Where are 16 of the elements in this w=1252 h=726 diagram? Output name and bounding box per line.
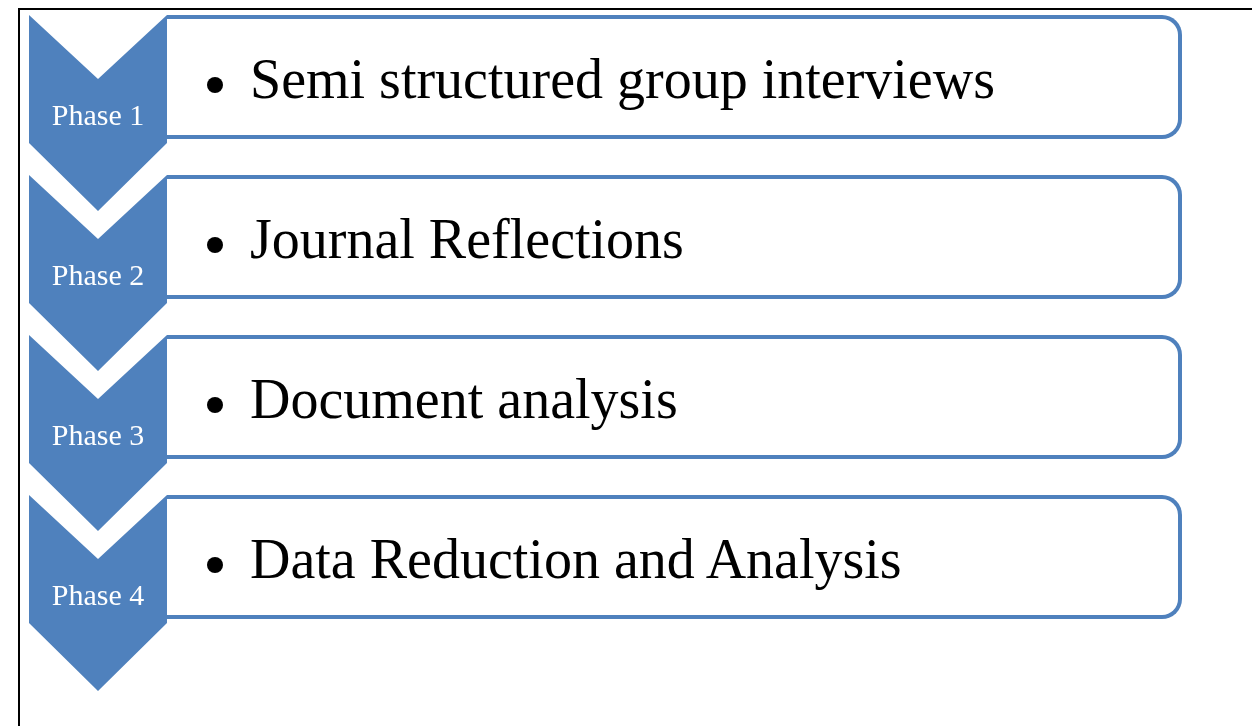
phase-label: Phase 2: [50, 257, 146, 293]
chevron-shape: [29, 335, 167, 531]
step-box: [167, 495, 1182, 619]
step-box: [167, 15, 1182, 139]
step-box: [167, 175, 1182, 299]
chevron-shape: [29, 495, 167, 691]
step-text: Semi structured group interviews: [250, 47, 995, 111]
step-text: Data Reduction and Analysis: [250, 527, 902, 591]
phase-label: Phase 4: [50, 577, 146, 613]
chevron-shape: [29, 175, 167, 371]
phase-label: Phase 1: [50, 97, 146, 133]
phase-label: Phase 3: [50, 417, 146, 453]
step-text: Journal Reflections: [250, 207, 684, 271]
step-text: Document analysis: [250, 367, 678, 431]
step-box: [167, 335, 1182, 459]
chevron-shape: [29, 15, 167, 211]
